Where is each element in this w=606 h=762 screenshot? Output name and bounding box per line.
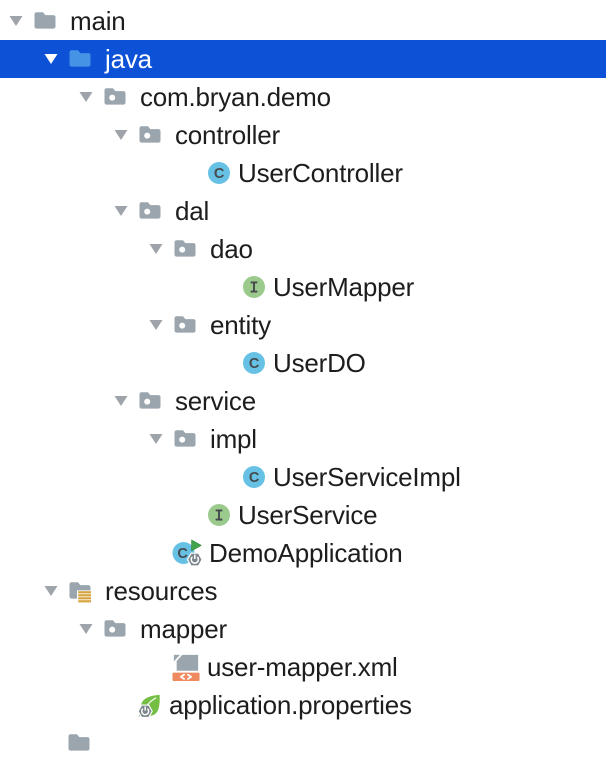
- expand-arrow-icon[interactable]: [9, 15, 33, 27]
- tree-item-usermapper[interactable]: UserMapper: [0, 268, 606, 306]
- tree-item-label: UserMapper: [273, 271, 415, 302]
- tree-item-resources[interactable]: resources: [0, 572, 606, 610]
- tree-item-main[interactable]: main: [0, 2, 606, 40]
- tree-item-userservice[interactable]: UserService: [0, 496, 606, 534]
- expand-arrow-icon[interactable]: [149, 433, 173, 445]
- expand-arrow-icon[interactable]: [44, 585, 68, 597]
- package-icon: [138, 388, 162, 414]
- tree-item-service[interactable]: service: [0, 382, 606, 420]
- tree-item-userserviceimpl[interactable]: C UserServiceImpl: [0, 458, 606, 496]
- tree-item-dal[interactable]: dal: [0, 192, 606, 230]
- tree-item-label: dal: [175, 195, 210, 226]
- tree-item-partial[interactable]: [0, 724, 606, 762]
- class-icon: C: [242, 465, 266, 489]
- class-icon: C: [207, 161, 231, 185]
- tree-item-label: DemoApplication: [209, 537, 403, 568]
- tree-item-label: resources: [105, 575, 218, 606]
- expand-arrow-icon[interactable]: [44, 53, 68, 65]
- tree-item-label: impl: [210, 423, 257, 454]
- tree-item-application-properties[interactable]: application.properties: [0, 686, 606, 724]
- folder-icon: [68, 46, 92, 72]
- tree-item-controller[interactable]: controller: [0, 116, 606, 154]
- svg-text:C: C: [249, 356, 260, 372]
- class-icon: C: [242, 351, 266, 375]
- tree-item-label: application.properties: [169, 689, 412, 720]
- tree-item-label: UserDO: [273, 347, 366, 378]
- interface-icon: [242, 275, 266, 299]
- package-icon: [103, 616, 127, 642]
- tree-item-mapper[interactable]: mapper: [0, 610, 606, 648]
- tree-item-label: entity: [210, 309, 271, 340]
- tree-item-label: service: [175, 385, 256, 416]
- tree-item-label: UserService: [238, 499, 378, 530]
- tree-item-dao[interactable]: dao: [0, 230, 606, 268]
- svg-text:C: C: [249, 470, 260, 486]
- tree-item-label: dao: [210, 233, 253, 264]
- resources-folder-icon: [68, 578, 92, 604]
- tree-item-label: user-mapper.xml: [207, 651, 398, 682]
- svg-text:C: C: [214, 166, 225, 182]
- package-icon: [103, 84, 127, 110]
- tree-item-label: mapper: [140, 613, 227, 644]
- folder-icon: [33, 8, 57, 34]
- tree-item-demoapplication[interactable]: C DemoApplication: [0, 534, 606, 572]
- tree-item-userdo[interactable]: C UserDO: [0, 344, 606, 382]
- expand-arrow-icon[interactable]: [149, 319, 173, 331]
- expand-arrow-icon[interactable]: [114, 395, 138, 407]
- tree-item-label: controller: [175, 119, 280, 150]
- expand-arrow-icon[interactable]: [79, 91, 103, 103]
- spring-properties-icon: [137, 692, 162, 718]
- package-icon: [173, 236, 197, 262]
- tree-item-label: main: [70, 5, 126, 36]
- svg-text:C: C: [177, 546, 188, 562]
- tree-item-label: java: [105, 43, 152, 74]
- tree-item-entity[interactable]: entity: [0, 306, 606, 344]
- tree-item-impl[interactable]: impl: [0, 420, 606, 458]
- tree-item-user-mapper-xml[interactable]: user-mapper.xml: [0, 648, 606, 686]
- interface-icon: [207, 503, 231, 527]
- expand-arrow-icon[interactable]: [149, 243, 173, 255]
- tree-item-label: UserServiceImpl: [273, 461, 461, 492]
- tree-item-java[interactable]: java: [0, 40, 606, 78]
- package-icon: [138, 198, 162, 224]
- expand-arrow-icon[interactable]: [114, 205, 138, 217]
- tree-item-label: UserController: [238, 157, 403, 188]
- tree-item-com-bryan-demo[interactable]: com.bryan.demo: [0, 78, 606, 116]
- expand-arrow-icon[interactable]: [79, 623, 103, 635]
- expand-arrow-icon[interactable]: [114, 129, 138, 141]
- tree-item-usercontroller[interactable]: C UserController: [0, 154, 606, 192]
- package-icon: [138, 122, 162, 148]
- spring-boot-run-icon: C: [172, 539, 202, 567]
- tree-item-label: com.bryan.demo: [140, 81, 331, 112]
- package-icon: [173, 426, 197, 452]
- package-icon: [173, 312, 197, 338]
- folder-icon: [67, 730, 91, 756]
- xml-file-icon: [172, 653, 200, 681]
